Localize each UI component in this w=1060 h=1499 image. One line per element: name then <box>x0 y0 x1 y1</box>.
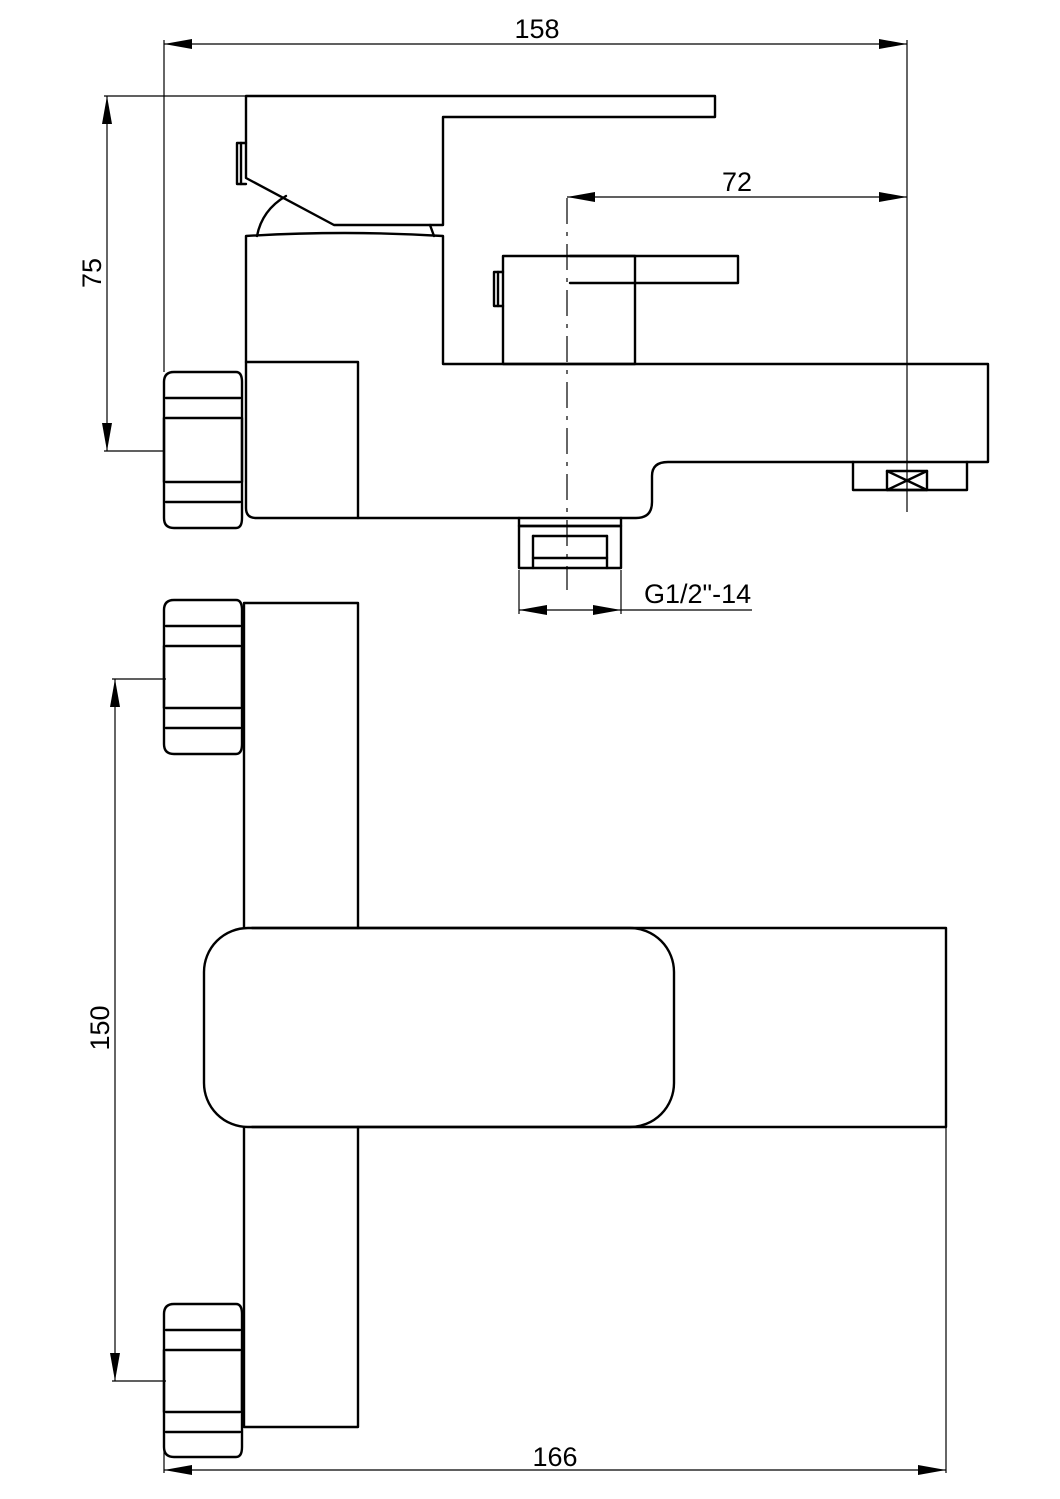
dim-center-distance: 150 <box>85 1005 115 1050</box>
dim-overall-width-bottom: 166 <box>532 1442 577 1472</box>
hex-nut-top-upper <box>162 598 244 756</box>
hex-nut-top-lower <box>162 1302 244 1459</box>
dim-thread-spec: G1/2"-14 <box>644 579 751 609</box>
diverter-lever <box>568 254 740 285</box>
side-view: 158 72 75 G1/2"-14 <box>77 14 990 615</box>
spout-top <box>250 926 948 1129</box>
mixer-body <box>244 231 990 520</box>
aerator <box>851 460 969 492</box>
top-view: 150 166 <box>85 598 948 1475</box>
lever-handle <box>244 94 717 227</box>
handle-neck <box>255 194 288 238</box>
hex-nut-side <box>162 370 244 530</box>
wall-plate <box>244 360 360 520</box>
body-column-lower <box>242 1125 360 1429</box>
dim-spout-offset: 72 <box>722 167 752 197</box>
dim-overall-height: 75 <box>77 258 107 288</box>
body-column-upper <box>242 601 360 930</box>
dim-overall-width-top: 158 <box>514 14 559 44</box>
handle-cap <box>202 926 676 1129</box>
diverter-knob <box>501 254 637 366</box>
